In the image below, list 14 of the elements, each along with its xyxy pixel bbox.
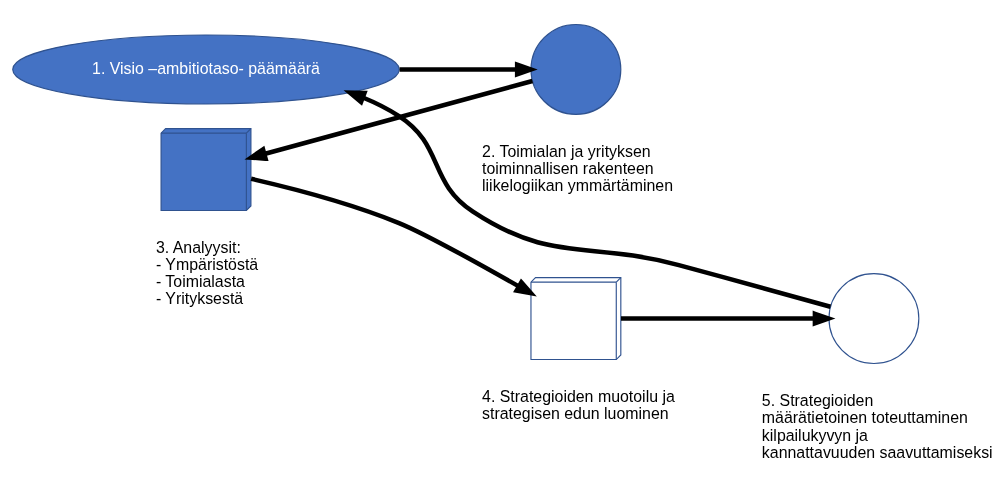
arrow <box>244 78 534 162</box>
node-label: 2. Toimialan ja yrityksen toiminnallisen rakenteen liikelogiikan ymmärtäminen <box>482 142 674 194</box>
arrow <box>250 176 537 297</box>
node-circle <box>828 273 920 365</box>
node-label: 5. Strategioiden määrätietoinen toteuttaminen kilpailukyvyn ja kannattavuuden saavuttamiseksi <box>761 392 993 461</box>
node-label: - Ympäristöstä <box>155 255 259 273</box>
node-label: 3. Analyysit: <box>155 238 241 256</box>
arrow <box>343 90 832 309</box>
node-label: 4. Strategioiden muotoilu ja strategisen edun luominen <box>482 387 675 422</box>
node-label: - Toimialasta <box>155 272 245 290</box>
node-label: - Yrityksestä <box>155 290 244 308</box>
arrow <box>399 61 538 78</box>
node-circle <box>530 24 622 115</box>
arrow <box>621 310 836 327</box>
